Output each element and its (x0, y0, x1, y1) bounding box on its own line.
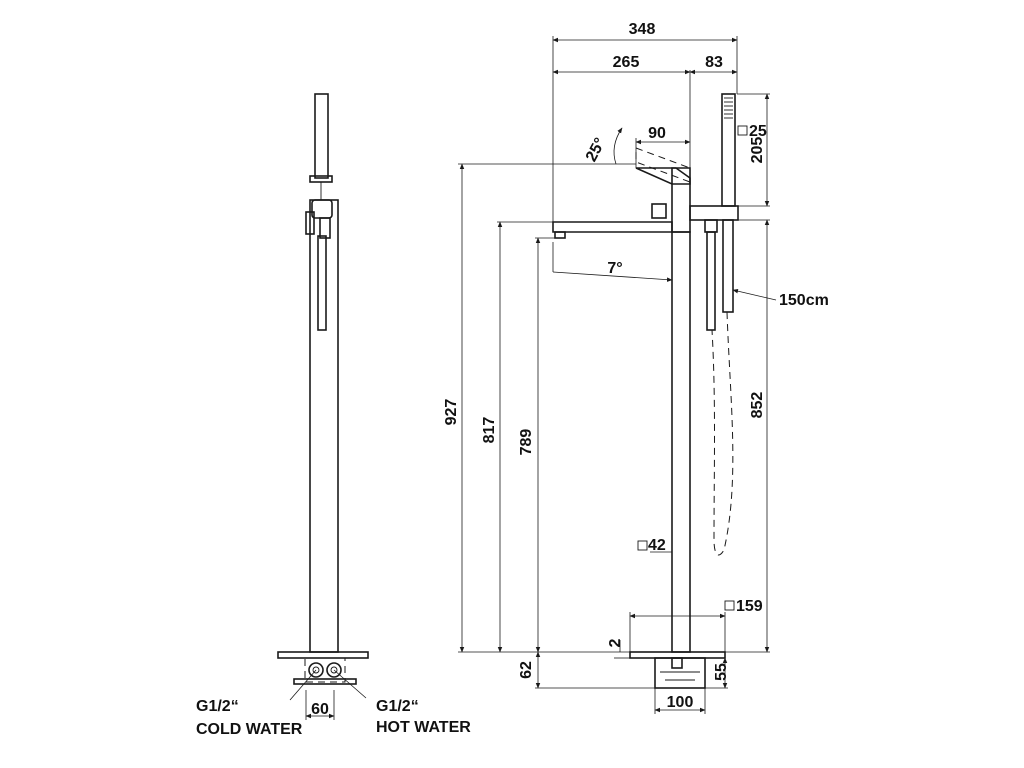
dim-hose-length: 150cm (779, 292, 829, 309)
front-base-plate (629, 651, 726, 659)
hot-water-label: HOT WATER (376, 719, 471, 736)
front-floor-box (654, 657, 706, 689)
dim-base-gap: 2 (607, 638, 624, 647)
front-view (552, 93, 739, 689)
dim-lever-angle: 25° (583, 135, 609, 164)
dim-floor-depth: 62 (518, 661, 535, 679)
front-column (671, 231, 691, 653)
cold-valve (308, 662, 324, 678)
side-hose-pipe (317, 235, 327, 331)
dim-handshower-holder-height: 852 (749, 392, 766, 419)
dim-base-square: 159 (736, 598, 763, 615)
spout (552, 221, 673, 233)
hot-water-callout: G1/2“ HOT WATER (376, 698, 471, 736)
dim-box-width: 100 (667, 694, 694, 711)
dim-lever-width: 90 (648, 125, 666, 142)
lever-body (671, 167, 691, 233)
cold-thread-label: G1/2“ (196, 698, 239, 715)
dim-column-square: 42 (648, 537, 666, 554)
dim-spout-reach: 265 (613, 54, 640, 71)
dim-handshower-square: 25 (749, 123, 767, 140)
dim-total-height: 927 (443, 399, 460, 426)
side-floor-box (304, 657, 346, 683)
cold-water-callout: G1/2“ COLD WATER (196, 698, 303, 738)
hot-thread-label: G1/2“ (376, 698, 419, 715)
side-view: 60 (277, 93, 369, 720)
side-base-plate (277, 651, 369, 659)
hot-valve (326, 662, 342, 678)
dim-spout-angle: 7° (607, 260, 622, 277)
front-handshower-head (721, 93, 736, 207)
hose (711, 311, 734, 556)
holder-arm (689, 205, 739, 221)
side-handshower-head (314, 93, 329, 179)
dim-handshower-height: 205 (749, 137, 766, 164)
dimension-lines (458, 36, 777, 714)
dim-handshower-offset: 83 (705, 54, 723, 71)
dim-spout-outlet-height: 789 (518, 429, 535, 456)
lever-raised (635, 147, 691, 183)
side-holder-bracket (311, 199, 333, 219)
dim-overall-width: 348 (629, 21, 656, 38)
dim-spout-top-height: 817 (481, 417, 498, 444)
cold-water-label: COLD WATER (196, 721, 303, 738)
dim-inlet-spacing: 60 (311, 701, 329, 718)
dim-box-depth: 55 (713, 663, 730, 681)
side-column (309, 199, 339, 653)
